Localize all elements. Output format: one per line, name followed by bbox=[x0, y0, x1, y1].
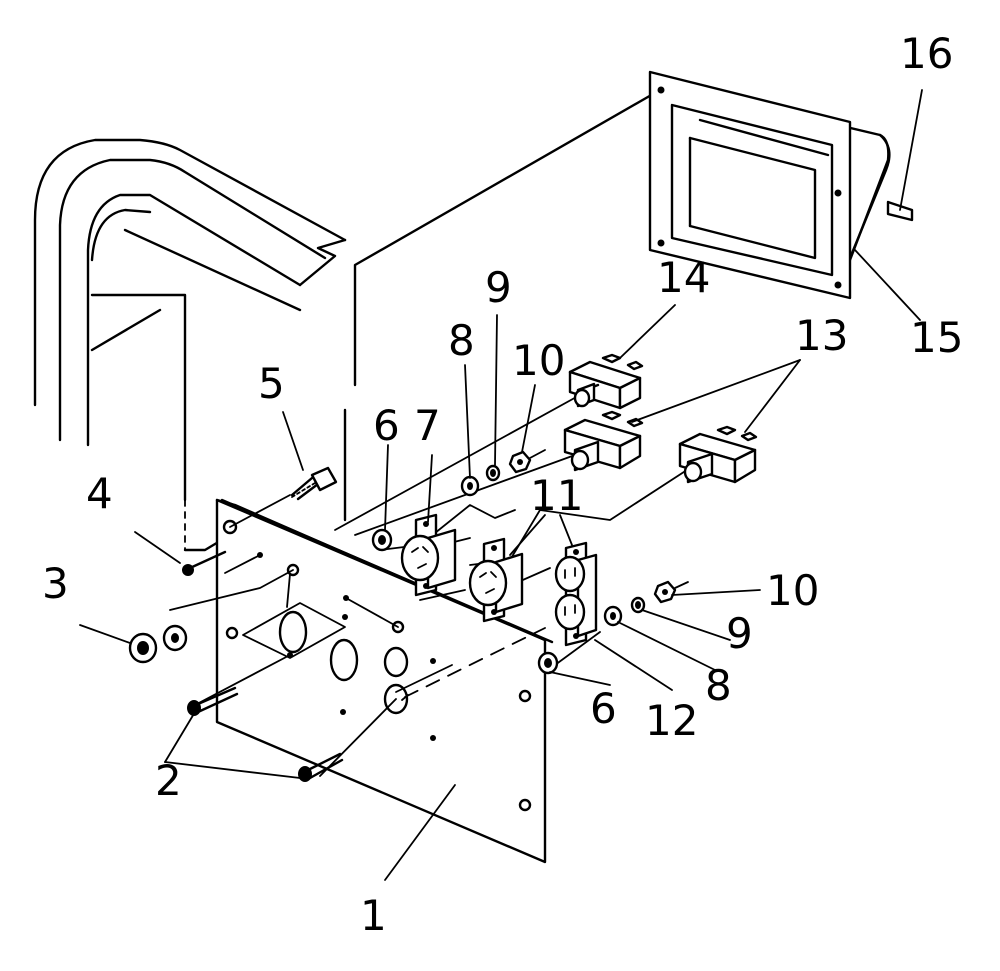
breaker-13-right bbox=[678, 425, 758, 484]
screw-2-upper bbox=[187, 686, 239, 716]
callout-2: 2 bbox=[155, 756, 182, 805]
callout-6-upper: 6 bbox=[373, 401, 400, 450]
callout-12: 12 bbox=[645, 696, 698, 745]
receptacle-7 bbox=[400, 513, 457, 597]
callout-6-lower: 6 bbox=[590, 684, 617, 733]
breaker-14 bbox=[568, 353, 644, 410]
callout-8-lower: 8 bbox=[705, 661, 732, 710]
hardware-upper bbox=[460, 449, 546, 497]
leader-lines bbox=[79, 89, 923, 881]
callout-9-lower: 9 bbox=[726, 609, 753, 658]
callout-3: 3 bbox=[42, 559, 69, 608]
screw-2-lower bbox=[298, 752, 344, 782]
box-guide-line bbox=[353, 88, 662, 387]
callout-9-upper: 9 bbox=[485, 263, 512, 312]
callout-10-lower: 10 bbox=[766, 566, 819, 615]
callout-8-upper: 8 bbox=[448, 316, 475, 365]
screw-4 bbox=[182, 550, 227, 576]
callout-7: 7 bbox=[414, 401, 441, 450]
nut-washer-3 bbox=[128, 624, 188, 664]
callout-16: 16 bbox=[900, 29, 953, 78]
front-panel bbox=[215, 498, 554, 864]
callout-15: 15 bbox=[910, 313, 963, 362]
callout-11: 11 bbox=[530, 471, 583, 520]
washer-6-upper bbox=[371, 528, 393, 552]
callout-5: 5 bbox=[258, 359, 285, 408]
duplex-receptacle-12 bbox=[554, 541, 598, 647]
screw-5 bbox=[290, 466, 338, 501]
callout-14: 14 bbox=[657, 253, 710, 302]
callout-1: 1 bbox=[360, 891, 387, 940]
callouts: 1 2 3 4 5 6 6 7 8 8 9 9 10 10 11 12 13 1… bbox=[42, 29, 963, 940]
breaker-13-left bbox=[563, 410, 644, 472]
callout-13: 13 bbox=[795, 311, 848, 360]
callout-10-upper: 10 bbox=[512, 336, 565, 385]
callout-4: 4 bbox=[86, 469, 113, 518]
receptacle-11 bbox=[468, 537, 524, 623]
washer-6-lower bbox=[537, 651, 559, 675]
hardware-lower bbox=[603, 580, 689, 627]
control-box bbox=[648, 70, 914, 300]
